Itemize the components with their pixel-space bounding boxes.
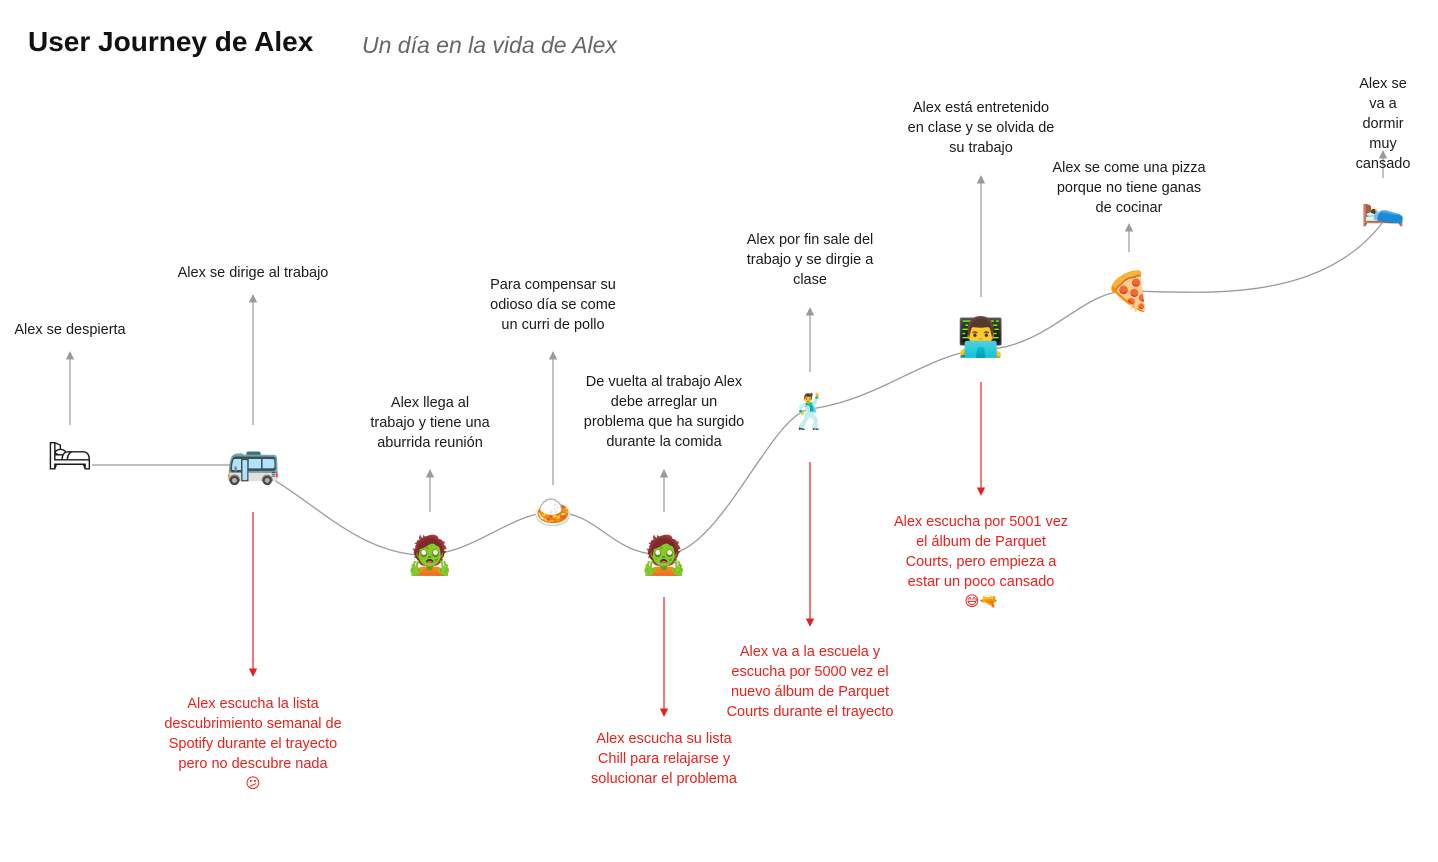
step-label-sale: Alex por fin sale del trabajo y se dirgi… bbox=[746, 232, 874, 288]
step-label-problema: De vuelta al trabajo Alex debe arreglar … bbox=[583, 374, 745, 450]
step-label-pizza: Alex se come una pizza porque no tiene g… bbox=[1052, 160, 1206, 216]
step-label-clase: Alex está entretenido en clase y se olvi… bbox=[907, 100, 1055, 156]
journey-curve bbox=[92, 221, 1384, 556]
bus-icon: 🚌 bbox=[225, 436, 281, 487]
dancing-man-icon: 🕺 bbox=[788, 392, 832, 432]
bed-icon: 🛏 bbox=[47, 436, 93, 477]
step-label-bus: Alex se dirige al trabajo bbox=[177, 265, 329, 281]
zombie-icon: 🧟 bbox=[640, 533, 688, 577]
step-label-dormir: Alex se va a dormir muy cansado bbox=[1355, 76, 1411, 172]
technologist-icon: 👨‍💻 bbox=[957, 315, 1005, 359]
zombie-icon: 🧟 bbox=[406, 533, 454, 577]
music-note-bus: Alex escucha la lista descubrimiento sem… bbox=[164, 696, 342, 792]
page-title: User Journey de Alex bbox=[28, 26, 314, 57]
music-note-clase: Alex escucha por 5001 vez el álbum de Pa… bbox=[893, 514, 1069, 610]
sleeping-in-bed-icon: 🛌 bbox=[1360, 187, 1406, 228]
pizza-icon: 🍕 bbox=[1105, 269, 1153, 313]
curry-rice-icon: 🍛 bbox=[533, 493, 573, 531]
step-label-despierta: Alex se despierta bbox=[14, 322, 126, 338]
music-note-problema: Alex escucha su lista Chill para relajar… bbox=[591, 731, 737, 787]
page-subtitle: Un día en la vida de Alex bbox=[362, 32, 617, 58]
step-label-reunion: Alex llega al trabajo y tiene una aburri… bbox=[370, 395, 490, 451]
step-label-curri: Para compensar su odioso día se come un … bbox=[490, 277, 616, 333]
music-note-sale: Alex va a la escuela y escucha por 5000 … bbox=[726, 644, 894, 720]
